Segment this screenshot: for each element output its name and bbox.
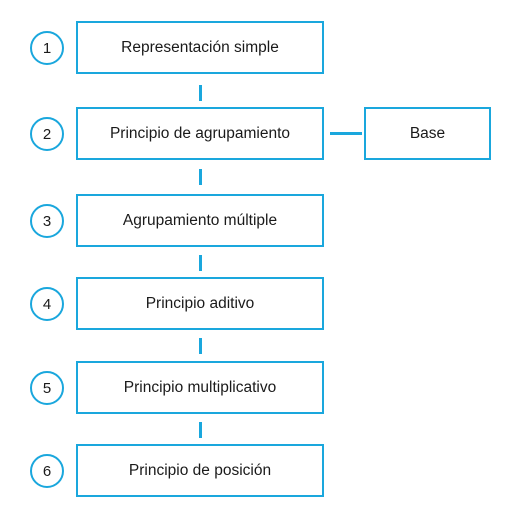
step-number-4: 4 [30,287,64,321]
step-number-3: 3 [30,204,64,238]
step-box-1: Representación simple [76,21,324,74]
step-number-1: 1 [30,31,64,65]
step-number-2: 2 [30,117,64,151]
connector-1-2 [199,85,202,101]
connector-4-5 [199,338,202,354]
connector-3-4 [199,255,202,271]
step-number-6: 6 [30,454,64,488]
step-box-4: Principio aditivo [76,277,324,330]
step-box-3: Agrupamiento múltiple [76,194,324,247]
connector-2-3 [199,169,202,185]
step-box-5: Principio multiplicativo [76,361,324,414]
connector-2-base [330,132,362,135]
step-box-2: Principio de agrupamiento [76,107,324,160]
base-box: Base [364,107,491,160]
step-number-5: 5 [30,371,64,405]
connector-5-6 [199,422,202,438]
step-box-6: Principio de posición [76,444,324,497]
